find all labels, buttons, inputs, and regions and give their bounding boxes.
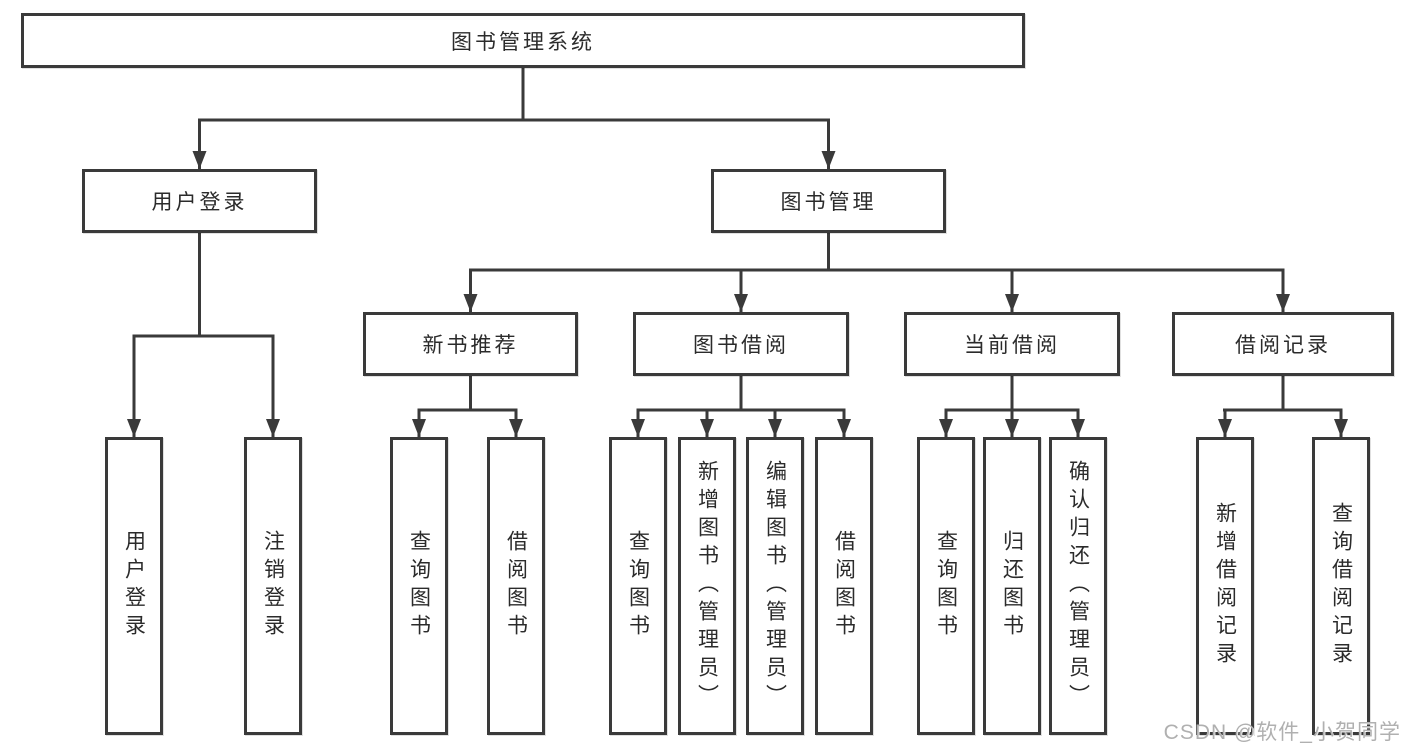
node-label: 查询图书 <box>407 530 431 642</box>
branch-book-borrowing <box>636 376 846 412</box>
node-label: 查询借阅记录 <box>1329 502 1353 670</box>
node-book-borrowing: 图书借阅 <box>633 312 849 376</box>
node-label: 注销登录 <box>261 530 285 642</box>
leaf-borrow-books-borrowing: 借阅图书 <box>815 437 873 735</box>
node-label: 图书管理 <box>780 191 877 214</box>
branch-book-management <box>469 233 1285 272</box>
node-label: 确认归还（管理员） <box>1066 460 1090 712</box>
leaf-query-borrow-record: 查询借阅记录 <box>1312 437 1370 735</box>
leaf-user-login: 用户登录 <box>105 437 163 735</box>
node-label: 查询图书 <box>934 530 958 642</box>
node-label: 编辑图书（管理员） <box>763 460 787 712</box>
node-label: 借阅图书 <box>832 530 856 642</box>
node-label: 归还图书 <box>1000 530 1024 642</box>
leaf-edit-books-admin: 编辑图书（管理员） <box>746 437 804 735</box>
node-label: 用户登录 <box>122 530 146 642</box>
leaf-logout: 注销登录 <box>244 437 302 735</box>
branch-user-login <box>132 233 275 338</box>
node-label: 当前借阅 <box>964 334 1060 357</box>
branch-borrowing-records <box>1223 376 1343 412</box>
leaf-confirm-return-admin: 确认归还（管理员） <box>1049 437 1107 735</box>
node-new-book-recommendation: 新书推荐 <box>363 312 578 376</box>
leaf-query-books-recommend: 查询图书 <box>390 437 448 735</box>
node-label: 借阅记录 <box>1235 334 1331 357</box>
leaf-add-books-admin: 新增图书（管理员） <box>678 437 736 735</box>
node-current-borrowing: 当前借阅 <box>904 312 1120 376</box>
branch-root-to-level2 <box>198 68 830 122</box>
node-user-login: 用户登录 <box>82 169 317 233</box>
node-borrowing-records: 借阅记录 <box>1172 312 1394 376</box>
node-label: 图书管理系统 <box>451 30 595 54</box>
node-label: 用户登录 <box>151 191 248 214</box>
node-root-system: 图书管理系统 <box>21 13 1025 68</box>
leaf-query-books-borrowing: 查询图书 <box>609 437 667 735</box>
node-label: 图书借阅 <box>693 334 789 357</box>
leaf-return-books: 归还图书 <box>983 437 1041 735</box>
branch-current-borrowing <box>944 376 1080 412</box>
node-label: 新增图书（管理员） <box>695 460 719 712</box>
node-label: 查询图书 <box>626 530 650 642</box>
leaf-borrow-books-recommend: 借阅图书 <box>487 437 545 735</box>
node-book-management: 图书管理 <box>711 169 946 233</box>
leaf-query-books-current: 查询图书 <box>917 437 975 735</box>
node-label: 借阅图书 <box>504 530 528 642</box>
node-label: 新书推荐 <box>422 334 519 357</box>
node-label: 新增借阅记录 <box>1213 502 1237 670</box>
leaf-add-borrow-record: 新增借阅记录 <box>1196 437 1254 735</box>
branch-new-book-recommendation <box>417 376 518 412</box>
csdn-watermark: CSDN @软件_小贺同学 <box>1163 721 1401 744</box>
